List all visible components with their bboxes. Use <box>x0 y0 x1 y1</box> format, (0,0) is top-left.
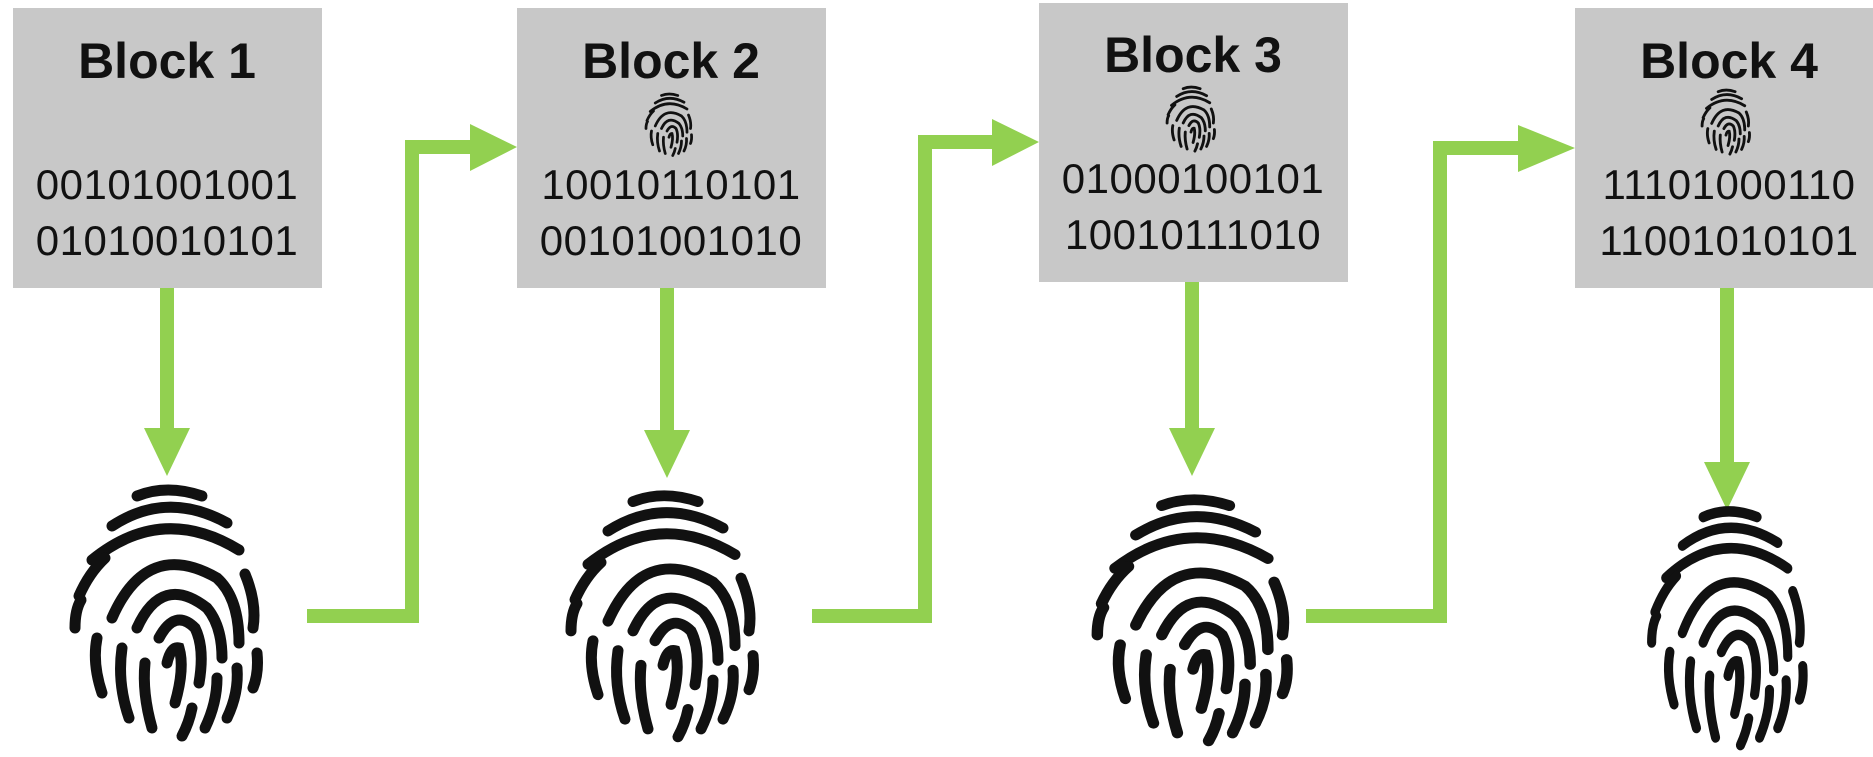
block-3: Block 3 01000100101 10010111010 <box>1039 3 1348 282</box>
block-4-title: Block 4 <box>1640 33 1818 89</box>
block-4-box <box>1575 8 1873 288</box>
connector-arrows <box>144 282 1750 510</box>
block-4-bits-line-1: 11101000110 <box>1602 161 1855 208</box>
link-2-to-3 <box>812 135 994 623</box>
arrow-head-down-4 <box>1704 462 1750 510</box>
block-4: Block 4 11101000110 11001010101 <box>1575 8 1873 288</box>
block-3-title: Block 3 <box>1104 27 1282 83</box>
link-3-to-4 <box>1306 141 1520 623</box>
arrow-down-3 <box>1185 282 1199 428</box>
block-2-bits-line-1: 10010110101 <box>541 161 800 208</box>
block-3-bits-line-2: 10010111010 <box>1065 211 1321 258</box>
link-1-to-2 <box>307 140 472 623</box>
arrow-down-2 <box>660 288 674 430</box>
block-1-title: Block 1 <box>78 33 256 89</box>
block-4-hash-fingerprint-icon <box>1652 511 1803 745</box>
block-2: Block 2 10010110101 00101001010 <box>517 8 826 288</box>
block-2-hash-fingerprint-icon <box>571 496 754 737</box>
block-1: Block 1 00101001001 01010010101 <box>13 8 322 288</box>
block-3-bits-line-1: 01000100101 <box>1062 155 1324 202</box>
arrow-head-down-1 <box>144 428 190 476</box>
arrow-head-right-2 <box>470 124 517 171</box>
arrow-down-1 <box>160 288 174 428</box>
block-1-box <box>13 8 322 288</box>
block-1-bits-line-1: 00101001001 <box>36 161 298 208</box>
arrow-head-right-4 <box>1518 125 1575 172</box>
block-3-hash-fingerprint-icon <box>1097 500 1287 741</box>
block-1-bits-line-2: 01010010101 <box>36 217 298 264</box>
block-2-title: Block 2 <box>582 33 760 89</box>
block-4-bits-line-2: 11001010101 <box>1599 217 1858 264</box>
block-2-bits-line-2: 00101001010 <box>540 217 802 264</box>
arrow-head-down-2 <box>644 430 690 478</box>
arrow-head-right-3 <box>992 119 1039 166</box>
block-1-hash-fingerprint-icon <box>75 490 258 736</box>
arrow-head-down-3 <box>1169 428 1215 476</box>
arrow-down-4 <box>1720 288 1734 464</box>
